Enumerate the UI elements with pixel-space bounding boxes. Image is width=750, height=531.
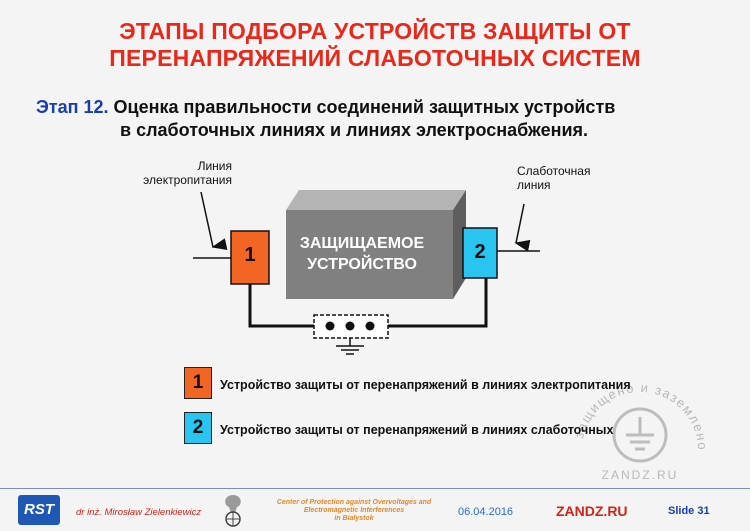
zandz-watermark: защищено и заземлено ZANDZ.RU [571,380,708,482]
footer-center-line-1: Center of Protection against Overvoltage… [276,499,432,506]
watermark-ring [612,407,668,463]
legend-item-2-text: Устройство защиты от перенапряжений в ли… [220,423,614,437]
power-line-label-line-2: электропитания [143,173,232,187]
signal-line-label: Слаботочная линия [517,164,590,192]
spd1-ground-wire [248,284,314,328]
spd2-number: 2 [474,241,486,263]
watermark-ground-icon [626,417,654,451]
footer-slide-number: Slide 31 [668,505,710,517]
signal-line-arrow [514,203,531,252]
spd1-box [230,230,270,285]
power-line-label: Линия электропитания [122,159,232,187]
spd2-box [462,227,498,279]
legend-item-1-text: Устройство защиты от перенапряжений в ли… [220,378,631,392]
stage-heading-line-1: Оценка правильности соединений защитных … [113,97,616,117]
legend-item-1-box: 1 [184,367,212,399]
power-line-arrow [200,191,228,250]
footer-date: 06.04.2016 [458,506,514,518]
legend-item-2-box: 2 [184,412,212,444]
signal-line-label-line-1: Слаботочная [517,164,591,178]
connection-diagram [193,190,540,355]
slide-title: ЭТАПЫ ПОДБОРА УСТРОЙСТВ ЗАЩИТЫ ОТ ПЕРЕНА… [0,18,750,72]
equipotential-bar [313,314,389,339]
footer-center-line-2: Electromagnetic Interferences [303,507,405,514]
rst-logo: RST [18,495,60,525]
ground-symbol-icon [336,338,364,355]
slide-title-line-2: ПЕРЕНАПРЯЖЕНИЙ СЛАБОТОЧНЫХ СИСТЕМ [109,45,641,71]
stage-number: Этап 12. [36,97,109,117]
institute-logo-icon [225,495,241,527]
slide-footer: RST dr inż. Mirosław Zielenkiewicz Cente… [0,488,750,531]
protected-device-label-line-2: УСТРОЙСТВО [307,256,417,273]
rst-logo-text: RST [24,501,54,518]
slide-title-line-1: ЭТАПЫ ПОДБОРА УСТРОЙСТВ ЗАЩИТЫ ОТ [119,18,631,44]
footer-center-text: Center of Protection against Overvoltage… [254,499,454,523]
protected-device-box [286,190,466,299]
signal-line-label-line-2: линия [517,178,551,192]
protected-device-label: ЗАЩИЩАЕМОЕ УСТРОЙСТВО [286,233,438,275]
footer-author: dr inż. Mirosław Zielenkiewicz [76,507,202,518]
spd1-number: 1 [244,244,256,266]
stage-heading: Этап 12. Оценка правильности соединений … [36,96,736,142]
stage-heading-line-2: в слаботочных линиях и линиях электросна… [120,120,589,140]
power-line-label-line-1: Линия [197,159,232,173]
footer-site: ZANDZ.RU [556,503,628,519]
protected-device-label-line-1: ЗАЩИЩАЕМОЕ [299,235,425,252]
spd2-ground-wire [388,278,488,328]
watermark-bottom-text: ZANDZ.RU [602,468,679,482]
footer-center-line-3: in Białystok [334,515,374,522]
